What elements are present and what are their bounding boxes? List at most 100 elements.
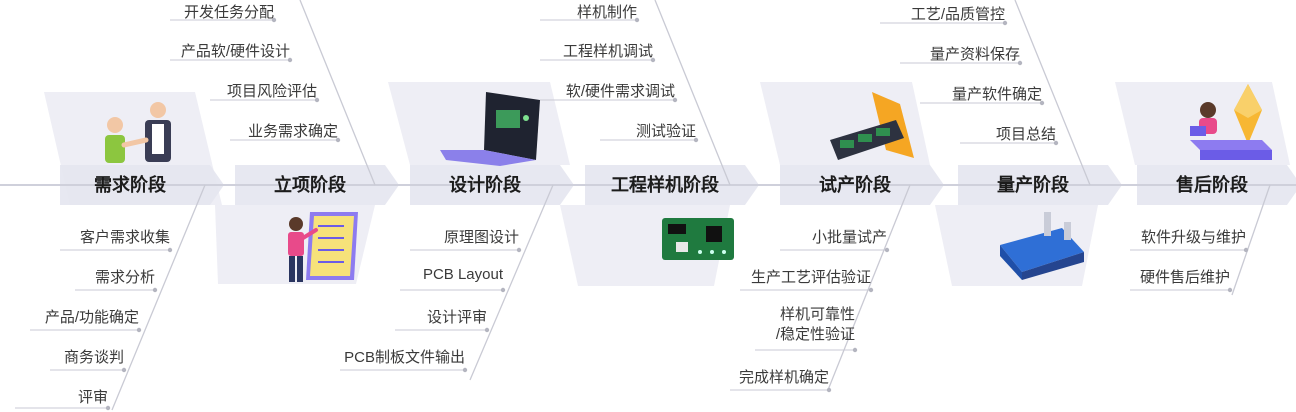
laptop-keyboard (440, 150, 536, 166)
item-dot (314, 97, 320, 103)
conveyor-board (858, 134, 872, 142)
item-dot (271, 17, 277, 23)
trial-item: 小批量试产 (811, 229, 887, 246)
screen-dot (523, 115, 529, 121)
stand-front (1200, 150, 1272, 160)
mass-item: 量产软件确定 (951, 86, 1042, 103)
trial-item: 样机可靠性 /稳定性验证 (776, 305, 855, 345)
pcb-chip (668, 224, 686, 234)
demand-item: 商务谈判 (63, 349, 124, 366)
design-item: 原理图设计 (443, 229, 519, 246)
item-dot (121, 367, 127, 373)
item-dot (484, 327, 490, 333)
presenter-head (289, 217, 303, 231)
demand-item: 客户需求收集 (79, 229, 170, 246)
stage-label-prototype: 工程样机阶段 (611, 175, 719, 195)
person-body (105, 135, 125, 163)
branch-diagonal (1231, 184, 1271, 296)
demand-item: 评审 (77, 389, 108, 406)
pcb-pad (710, 250, 714, 254)
item-dot (1039, 100, 1045, 106)
branch-diagonal (654, 0, 731, 186)
presenter-body (288, 232, 304, 256)
initiation-item: 业务需求确定 (247, 123, 338, 140)
item-dot (693, 137, 699, 143)
factory-front (1022, 252, 1084, 280)
trial-item-line: 样机可靠性 (779, 306, 855, 323)
item-dot (868, 287, 874, 293)
item-dot (852, 347, 858, 353)
design-item: PCB Layout (422, 266, 503, 283)
stage-label-design: 设计阶段 (449, 175, 521, 195)
pcb-pad (722, 250, 726, 254)
item-dot (136, 327, 142, 333)
item-dot (650, 57, 656, 63)
stage-label-initiation: 立项阶段 (274, 175, 346, 195)
design-item: PCB制板文件输出 (344, 349, 465, 366)
prototype-item: 测试验证 (635, 123, 696, 140)
item-dot (672, 97, 678, 103)
branch-diagonal (469, 184, 554, 381)
item-dot (516, 247, 522, 253)
item-dot (287, 57, 293, 63)
presenter-leg (289, 256, 295, 282)
aftersales-item: 硬件售后维护 (1139, 269, 1230, 286)
stage-label-trial: 试产阶段 (819, 175, 891, 195)
item-dot (152, 287, 158, 293)
branch-diagonal (1014, 0, 1091, 186)
mass-item: 量产资料保存 (929, 46, 1020, 63)
handshake-arm (121, 137, 149, 148)
item-dot (462, 367, 468, 373)
item-dot (500, 287, 506, 293)
pcb-connector (676, 242, 688, 252)
factory-chimney (1064, 222, 1071, 240)
item-dot (1002, 20, 1008, 26)
conveyor-belt-icon (830, 92, 914, 160)
initiation-item: 产品软/硬件设计 (180, 43, 290, 60)
pcb-chip (706, 226, 722, 242)
initiation-item: 项目风险评估 (226, 83, 317, 100)
mass-item: 工艺/品质管控 (910, 6, 1005, 23)
demand-item: 产品/功能确定 (44, 309, 139, 326)
item-dot (1227, 287, 1233, 293)
presenter-leg (297, 256, 303, 282)
agent-laptop (1190, 126, 1206, 136)
design-item: 设计评审 (426, 309, 487, 326)
trial-item-line: /稳定性验证 (775, 326, 855, 343)
handshake-people-icon (105, 102, 171, 163)
conveyor-board (840, 140, 854, 148)
stage-label-aftersales: 售后阶段 (1176, 175, 1248, 195)
diamond-top (1234, 84, 1262, 118)
branch-diagonal (299, 0, 376, 186)
pcb-pad (698, 250, 702, 254)
item-dot (826, 387, 832, 393)
aftersales-item: 软件升级与维护 (1140, 229, 1246, 246)
stage-label-mass: 量产阶段 (997, 175, 1069, 195)
item-dot (1017, 60, 1023, 66)
presenter-arm (301, 228, 318, 240)
screen-chip (496, 110, 520, 128)
factory-roof (1000, 228, 1084, 272)
demand-item: 需求分析 (94, 269, 155, 286)
branch-diagonal (111, 184, 206, 411)
pcb-board-icon (662, 218, 734, 260)
person-head (107, 117, 123, 133)
branch-diagonal (827, 184, 911, 391)
stage-label-demand: 需求阶段 (94, 175, 166, 195)
item-dot (167, 247, 173, 253)
item-dot (634, 17, 640, 23)
stage-illustrations (105, 84, 1272, 282)
item-dot (884, 247, 890, 253)
item-dot (335, 137, 341, 143)
trial-item: 生产工艺评估验证 (750, 269, 871, 286)
presenter-board-icon (288, 212, 358, 282)
conveyor-board (876, 128, 890, 136)
factory-icon (1000, 212, 1084, 280)
factory-chimney (1044, 212, 1051, 236)
initiation-item: 开发任务分配 (183, 4, 274, 21)
laptop-circuit-icon (440, 92, 540, 166)
prototype-item: 软/硬件需求调试 (565, 83, 675, 100)
branch-lines (15, 0, 1271, 411)
